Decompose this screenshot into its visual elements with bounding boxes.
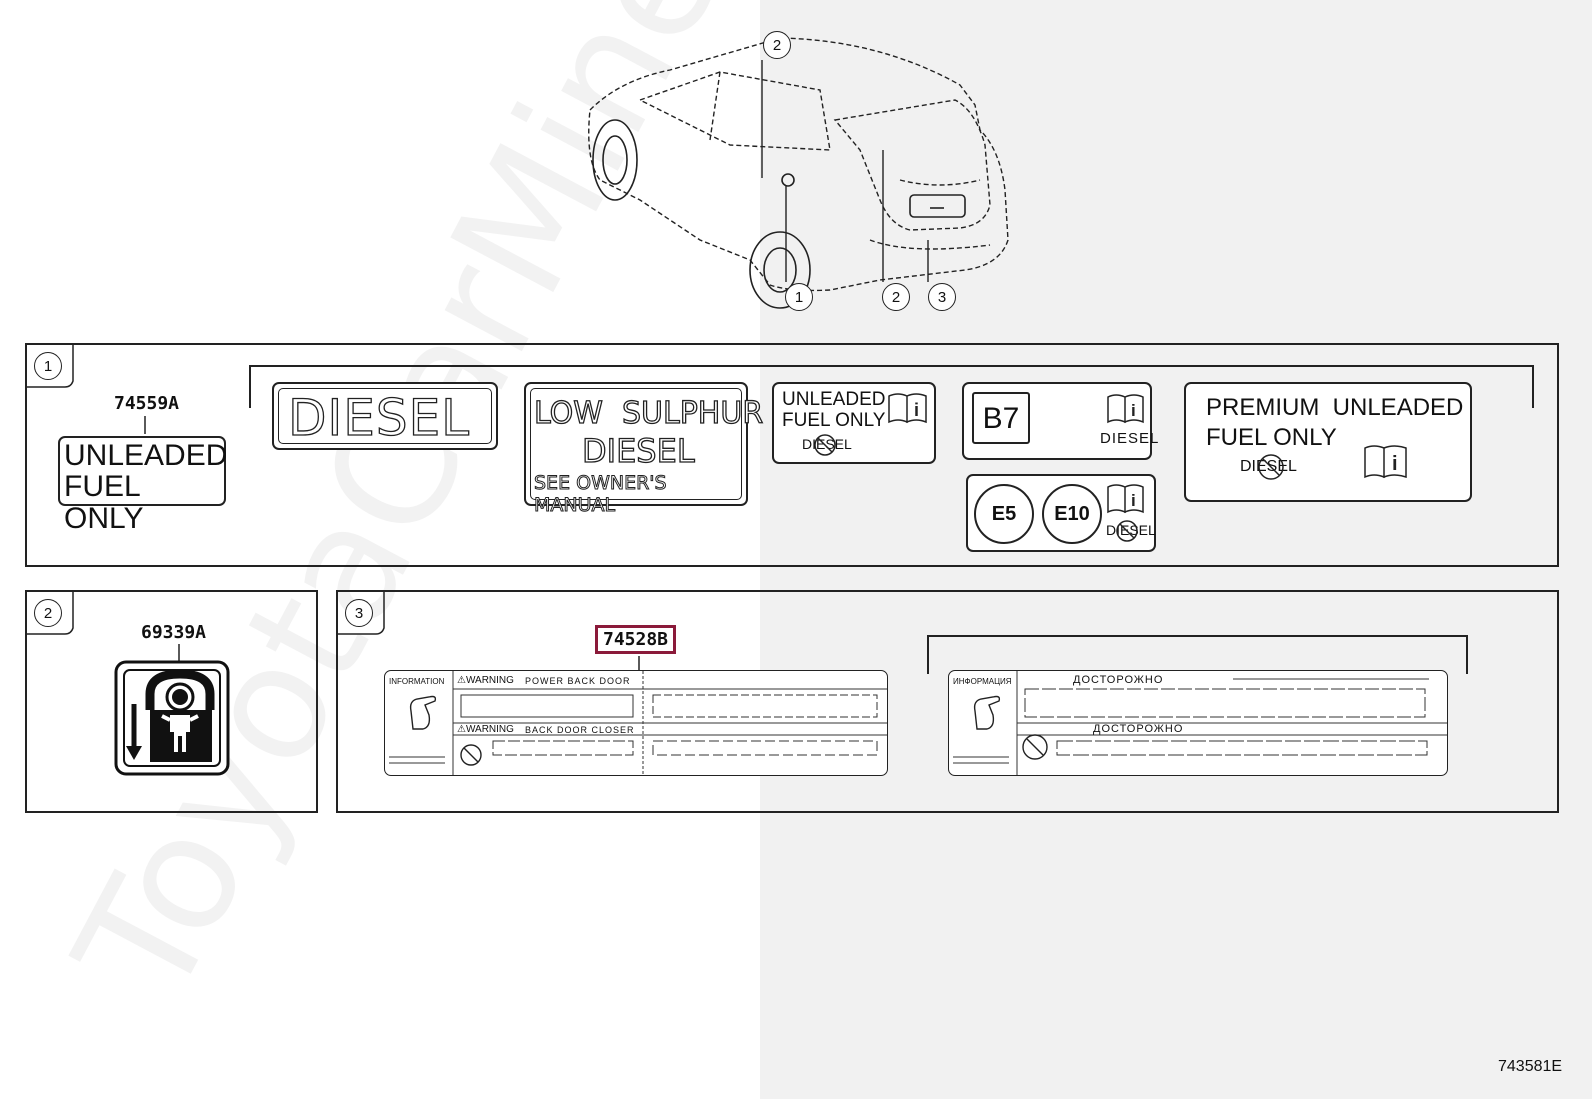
diesel-text: DIESEL (287, 388, 471, 447)
label-unleaded-small: UNLEADED FUEL ONLY DIESEL i (772, 382, 936, 464)
panel1-bracket (249, 365, 1534, 408)
panel1-callout: 1 (34, 352, 62, 380)
manual-book-icon: i (888, 393, 927, 424)
manual-book-icon: i (1107, 394, 1144, 424)
ru-information-text: ИНФОРМАЦИЯ (953, 677, 1012, 686)
panel-back-door-warning (336, 590, 1559, 813)
en-power-back-door-text: POWER BACK DOOR (525, 676, 631, 686)
panel2-callout: 2 (34, 599, 62, 627)
en-warning1-text: ⚠WARNING (457, 675, 514, 686)
low-sulphur-line3: SEE OWNER'S MANUAL (534, 472, 668, 517)
diagram-code: 743581E (1498, 1058, 1563, 1075)
unleaded-line1: UNLEADED (64, 439, 228, 472)
low-sulphur-line1: LOW SULPHUR (533, 395, 764, 431)
label-back-door-warning-en: INFORMATION ⚠WARNING POWER BACK DOOR ⚠WA… (384, 670, 888, 776)
label-diesel: DIESEL (272, 382, 498, 450)
premium-line1: PREMIUM UNLEADED (1206, 394, 1464, 421)
svg-text:i: i (1131, 401, 1136, 420)
no-diesel-icon (1116, 520, 1138, 542)
ru-caution2-text: ДОСТОРОЖНО (1093, 723, 1184, 735)
panel3-leader (638, 656, 640, 672)
b7-diesel-text: DIESEL (1100, 430, 1160, 447)
label-unleaded-fuel-only: UNLEADED FUEL ONLY (58, 436, 228, 535)
car-callout-3: 3 (928, 283, 956, 311)
panel1-part-number: 74559A (114, 393, 180, 414)
small-diesel-text: DIESEL (802, 436, 852, 452)
panel3-part-number[interactable]: 74528B (595, 625, 677, 654)
panel1-leader (144, 416, 146, 434)
svg-text:i: i (914, 400, 919, 420)
car-callout-2: 2 (882, 283, 910, 311)
unleaded-line2: FUEL ONLY (64, 470, 144, 535)
small-unleaded-line2: FUEL ONLY (782, 410, 886, 431)
panel2-part-number: 69339A (141, 622, 207, 643)
svg-text:i: i (1392, 453, 1398, 475)
small-unleaded-line1: UNLEADED (782, 389, 886, 410)
label-low-sulphur-diesel: LOW SULPHUR DIESEL SEE OWNER'S MANUAL (524, 382, 764, 517)
manual-book-icon: i (1107, 484, 1144, 514)
e10-circle: E10 (1042, 484, 1102, 544)
en-warning2-text: ⚠WARNING (457, 724, 514, 735)
label-e5-e10: E5 E10 i DIESEL (966, 474, 1156, 552)
panel3-bracket (927, 635, 1468, 674)
panel3-corner (336, 590, 385, 635)
en-back-door-closer-text: BACK DOOR CLOSER (525, 725, 635, 735)
svg-text:i: i (1131, 491, 1136, 510)
premium-line2: FUEL ONLY (1206, 424, 1337, 451)
child-lock-icon (114, 660, 230, 776)
panel-fuel-labels (25, 343, 1559, 567)
no-diesel-icon (814, 434, 836, 456)
label-premium-unleaded: PREMIUM UNLEADED FUEL ONLY DIESEL i (1184, 382, 1472, 502)
panel1-corner (25, 343, 74, 388)
panel2-leader (178, 644, 180, 662)
panel-child-lock (25, 590, 318, 813)
label-b7: B7 i DIESEL (962, 382, 1158, 460)
manual-book-icon: i (1364, 445, 1407, 479)
e5-circle: E5 (974, 484, 1034, 544)
low-sulphur-line2: DIESEL (581, 431, 695, 470)
en-information-text: INFORMATION (389, 677, 445, 686)
no-diesel-icon (1258, 454, 1284, 480)
en-label-lines (389, 671, 887, 775)
label-back-door-warning-ru: ИНФОРМАЦИЯ ДОСТОРОЖНО ДОСТОРОЖНО (948, 670, 1448, 776)
panel2-corner (25, 590, 74, 635)
b7-box: B7 (972, 392, 1030, 444)
panel3-callout: 3 (345, 599, 373, 627)
car-callout-2-top: 2 (763, 31, 791, 59)
vehicle-illustration (588, 37, 1009, 309)
ru-label-lines (953, 671, 1447, 775)
right-shade (760, 0, 1592, 1099)
ru-caution1-text: ДОСТОРОЖНО (1073, 674, 1164, 686)
car-callout-1: 1 (785, 283, 813, 311)
